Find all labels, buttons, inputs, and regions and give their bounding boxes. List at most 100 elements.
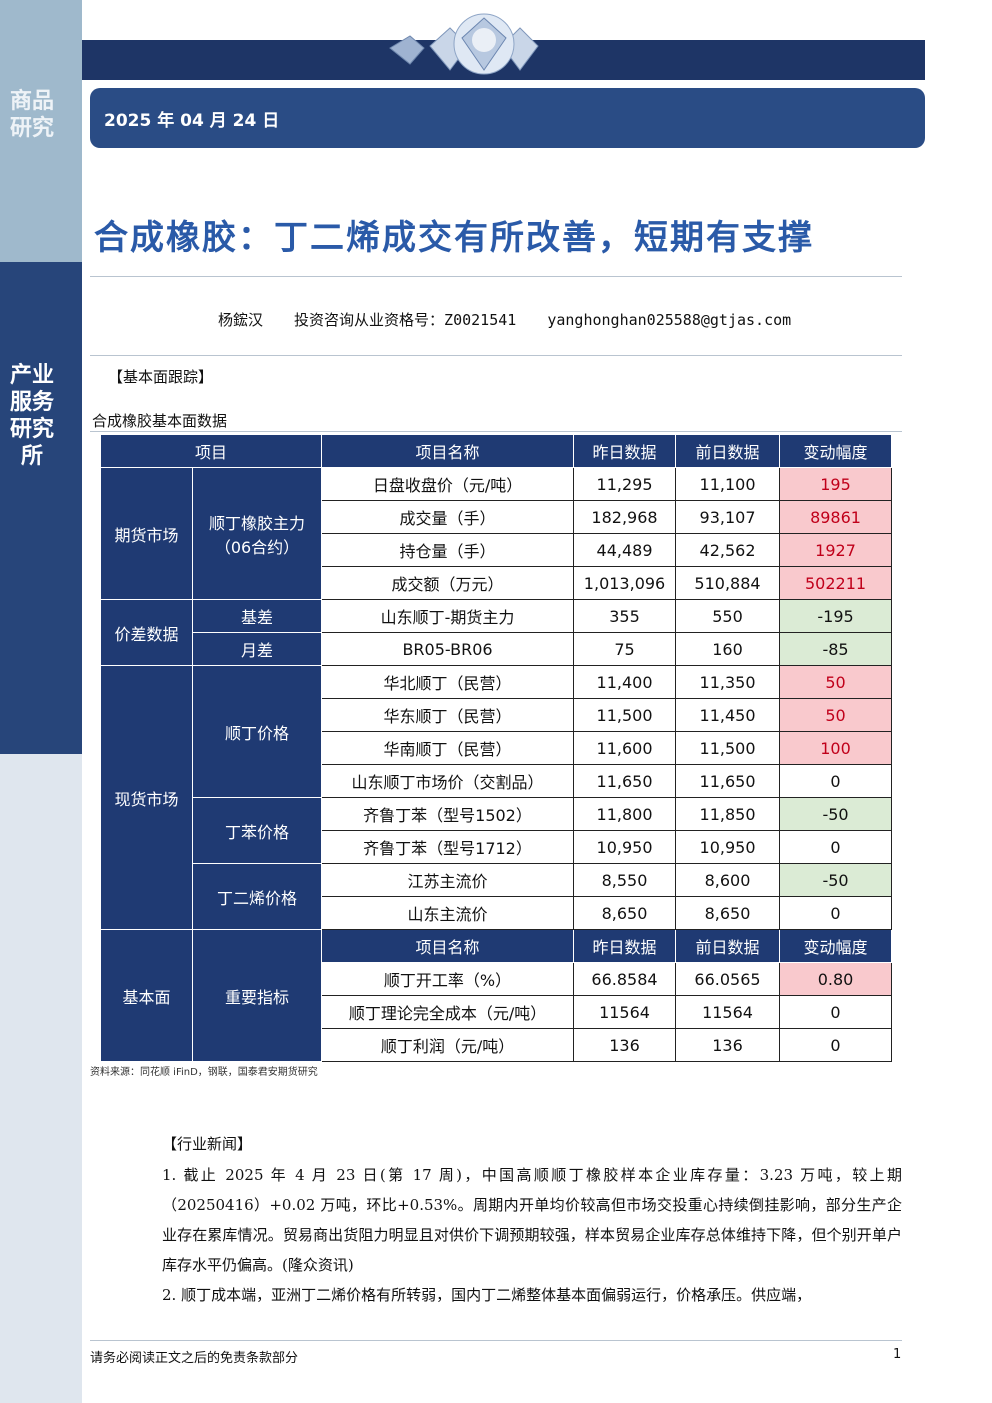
cell-yesterday: 11,600 <box>573 731 677 765</box>
table-row: 华东顺丁（民营） 11,500 11,450 50 <box>101 698 893 732</box>
cell-day-before: 11,850 <box>675 797 781 831</box>
cell-change: 0 <box>779 1028 893 1062</box>
group-spot-br: 顺丁价格 <box>191 665 323 798</box>
cell-change: 502211 <box>779 566 893 600</box>
sidebar-top-band <box>0 0 82 262</box>
group-fundamentals: 基本面 <box>100 929 193 1062</box>
diamond-logo-icon <box>389 13 539 75</box>
table-row: 山东主流价 8,650 8,650 0 <box>101 896 893 930</box>
table-row: 基本面 重要指标 项目名称 昨日数据 前日数据 变动幅度 <box>100 929 893 1062</box>
cell-name: 成交量（手） <box>321 500 575 534</box>
cell-yesterday: 11,295 <box>573 467 677 501</box>
cell-day-before: 66.0565 <box>675 962 781 996</box>
cell-yesterday: 1,013,096 <box>573 566 677 600</box>
cell-name: 华东顺丁（民营） <box>321 698 575 732</box>
table-row: 华南顺丁（民营） 11,600 11,500 100 <box>101 731 893 765</box>
news-item-1: 1. 截止 2025 年 4 月 23 日(第 17 周)，中国高顺顺丁橡胶样本… <box>162 1166 902 1274</box>
cell-yesterday: 75 <box>573 632 677 666</box>
sidebar-label-industry-institute: 产业服务研究所 <box>9 363 54 469</box>
cell-yesterday: 182,968 <box>573 500 677 534</box>
cell-day-before: 8,650 <box>675 896 781 930</box>
cell-name: 成交额（万元） <box>321 566 575 600</box>
subheader-change: 变动幅度 <box>779 929 893 963</box>
table-row: 价差数据 基差 山东顺丁-期货主力 355 550 -195 <box>100 599 893 666</box>
cell-day-before: 10,950 <box>675 830 781 864</box>
group-spot-sbr: 丁苯价格 <box>191 797 323 864</box>
cell-name: 顺丁开工率（%） <box>321 962 575 996</box>
cell-name: 齐鲁丁苯（型号1712） <box>321 830 575 864</box>
cell-yesterday: 8,650 <box>573 896 677 930</box>
cell-day-before: 11,100 <box>675 467 781 501</box>
cell-change: -50 <box>779 797 893 831</box>
cell-name: 山东顺丁市场价（交割品） <box>321 764 575 798</box>
table-source: 资料来源：同花顺 iFinD，钢联，国泰君安期货研究 <box>90 1067 318 1078</box>
subheader-day-before: 前日数据 <box>675 929 781 963</box>
report-date: 2025 年 04 月 24 日 <box>104 111 280 131</box>
cell-change: 0.80 <box>779 962 893 996</box>
cell-day-before: 11,350 <box>675 665 781 699</box>
cell-change: -85 <box>779 632 893 666</box>
header-item-name: 项目名称 <box>321 434 575 468</box>
table-row: 月差 BR05-BR06 75 160 -85 <box>101 632 893 666</box>
group-fundamentals-sub: 重要指标 <box>191 929 323 1062</box>
fundamentals-table: 项目 项目名称 昨日数据 前日数据 变动幅度 期货市场 顺丁橡胶主力（06合约）… <box>99 434 893 1062</box>
cell-yesterday: 11,400 <box>573 665 677 699</box>
cell-day-before: 11564 <box>675 995 781 1029</box>
cell-yesterday: 44,489 <box>573 533 677 567</box>
cell-day-before: 8,600 <box>675 863 781 897</box>
cell-change: 50 <box>779 665 893 699</box>
cell-name: 齐鲁丁苯（型号1502） <box>321 797 575 831</box>
cell-day-before: 11,650 <box>675 764 781 798</box>
cell-name: BR05-BR06 <box>321 632 575 666</box>
subheader-yesterday: 昨日数据 <box>573 929 677 963</box>
divider <box>90 276 902 277</box>
cell-day-before: 510,884 <box>675 566 781 600</box>
group-futures: 期货市场 <box>100 467 193 600</box>
table-caption: 合成橡胶基本面数据 <box>92 412 228 430</box>
cell-yesterday: 11,500 <box>573 698 677 732</box>
cell-name: 持仓量（手） <box>321 533 575 567</box>
sidebar-label-commodity-research: 商品研究 <box>9 89 54 141</box>
divider <box>90 1340 902 1341</box>
section-heading-news: 【行业新闻】 <box>162 1135 253 1153</box>
group-spot: 现货市场 <box>100 665 193 930</box>
cell-change: -50 <box>779 863 893 897</box>
cell-change: 0 <box>779 995 893 1029</box>
cell-day-before: 136 <box>675 1028 781 1062</box>
group-spread: 价差数据 <box>100 599 193 666</box>
cell-day-before: 160 <box>675 632 781 666</box>
footer-disclaimer: 请务必阅读正文之后的免责条款部分 <box>90 1351 299 1366</box>
section-heading-fundamentals: 【基本面跟踪】 <box>108 368 214 386</box>
cell-name: 顺丁理论完全成本（元/吨） <box>321 995 575 1029</box>
author-name: 杨鋐汉 <box>218 311 264 329</box>
news-item-2: 2. 顺丁成本端，亚洲丁二烯价格有所转弱，国内丁二烯整体基本面偏弱运行，价格承压… <box>162 1286 812 1304</box>
author-email[interactable]: yanghonghan025588@gtjas.com <box>547 311 792 329</box>
table-row: 丁二烯价格 江苏主流价 8,550 8,600 -50 <box>101 863 893 930</box>
header-day-before: 前日数据 <box>675 434 781 468</box>
report-title: 合成橡胶：丁二烯成交有所改善，短期有支撑 <box>94 218 814 258</box>
table-row: 持仓量（手） 44,489 42,562 1927 <box>101 533 893 567</box>
cell-name: 华南顺丁（民营） <box>321 731 575 765</box>
table-row: 成交量（手） 182,968 93,107 89861 <box>101 500 893 534</box>
cell-day-before: 550 <box>675 599 781 633</box>
cell-yesterday: 10,950 <box>573 830 677 864</box>
table-row: 丁苯价格 齐鲁丁苯（型号1502） 11,800 11,850 -50 <box>101 797 893 864</box>
cell-change: 0 <box>779 896 893 930</box>
subheader-item-name: 项目名称 <box>321 929 575 963</box>
cell-change: 50 <box>779 698 893 732</box>
header-change: 变动幅度 <box>779 434 893 468</box>
group-spread-basis: 基差 <box>191 599 323 633</box>
table-row: 顺丁开工率（%） 66.8584 66.0565 0.80 <box>101 962 893 996</box>
cell-day-before: 11,450 <box>675 698 781 732</box>
cell-name: 日盘收盘价（元/吨） <box>321 467 575 501</box>
cell-yesterday: 66.8584 <box>573 962 677 996</box>
table-row: 现货市场 顺丁价格 华北顺丁（民营） 11,400 11,350 50 <box>100 665 893 930</box>
group-spread-month: 月差 <box>191 632 323 666</box>
author-line: 杨鋐汉 投资咨询从业资格号：Z0021541 yanghonghan025588… <box>218 309 813 330</box>
cell-change: -195 <box>779 599 893 633</box>
sidebar-bottom-band <box>0 754 82 1403</box>
cell-yesterday: 11,650 <box>573 764 677 798</box>
cell-yesterday: 11564 <box>573 995 677 1029</box>
cell-change: 1927 <box>779 533 893 567</box>
page-number: 1 <box>893 1347 902 1362</box>
